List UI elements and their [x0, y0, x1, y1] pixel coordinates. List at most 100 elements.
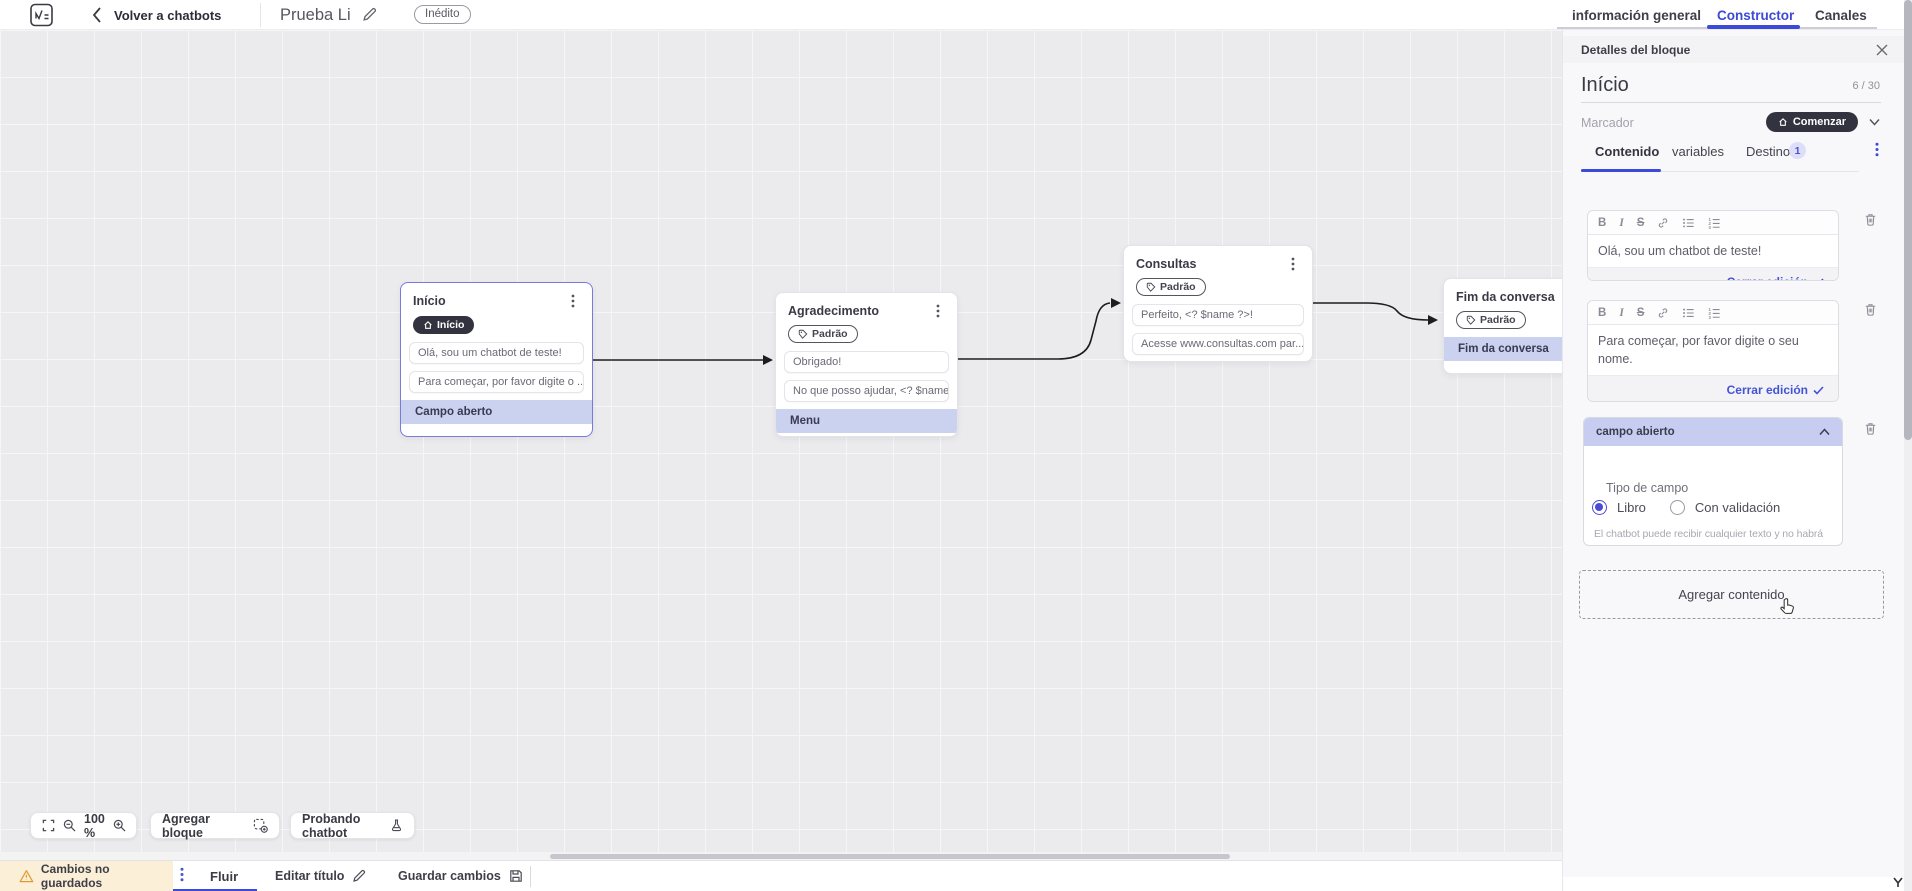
italic-icon[interactable]: I: [1619, 306, 1624, 319]
unsaved-changes-label: Cambios no guardados: [40, 862, 110, 890]
panel-tab-contenido[interactable]: Contenido: [1595, 144, 1660, 159]
node-message-item[interactable]: No que posso ajudar, <? $name ...: [784, 380, 949, 402]
strikethrough-icon[interactable]: S: [1636, 216, 1645, 229]
panel-title: Detalles del bloque: [1581, 42, 1691, 57]
fullscreen-icon[interactable]: [42, 819, 55, 832]
node-message-item[interactable]: Perfeito, <? $name ?>!: [1132, 304, 1304, 326]
kebab-menu-icon[interactable]: [931, 304, 945, 318]
editor-footer: Cerrar edición: [1588, 375, 1838, 401]
close-icon[interactable]: [1875, 43, 1889, 57]
open-field-section: campo abierto Tipo de campo Libro Con va…: [1583, 417, 1843, 546]
zoom-out-icon[interactable]: [63, 819, 76, 832]
node-menu-item[interactable]: Menu: [776, 409, 957, 433]
marker-value-pill[interactable]: Comenzar: [1765, 112, 1858, 132]
chevron-up-icon[interactable]: [1819, 428, 1830, 436]
zoom-controls: 100 %: [30, 812, 137, 840]
panel-kebab-menu-icon[interactable]: [1875, 142, 1879, 162]
svg-text:2: 2: [1709, 311, 1712, 316]
trash-icon[interactable]: [1863, 421, 1878, 441]
radio-libro[interactable]: [1592, 500, 1607, 515]
tab-constructor[interactable]: Constructor: [1717, 8, 1795, 23]
flow-canvas[interactable]: Início Início Olá, sou um chatbot de tes…: [0, 30, 1562, 860]
node-message-item[interactable]: Olá, sou um chatbot de teste!: [409, 342, 584, 364]
node-fim-da-conversa[interactable]: Fim da conversa Padrão Fim da conversa: [1443, 278, 1562, 374]
unsaved-changes-segment: Cambios no guardados: [0, 861, 173, 891]
back-chevron-icon[interactable]: [90, 7, 104, 23]
test-chatbot-button[interactable]: Probando chatbot: [290, 812, 415, 840]
italic-icon[interactable]: I: [1619, 216, 1624, 229]
tab-informacion-general[interactable]: información general: [1572, 8, 1702, 23]
destino-count-badge: 1: [1789, 142, 1806, 159]
link-icon[interactable]: [1657, 307, 1669, 319]
node-message-item[interactable]: Obrigado!: [784, 351, 949, 373]
panel-tab-variables[interactable]: variables: [1672, 144, 1725, 159]
canvas-horizontal-scrollbar[interactable]: [550, 854, 1230, 859]
bold-icon[interactable]: B: [1598, 306, 1607, 319]
app-logo-icon: [30, 3, 53, 27]
trash-icon[interactable]: [1863, 302, 1878, 322]
node-end-item[interactable]: Fim da conversa: [1444, 337, 1562, 361]
edit-title-button[interactable]: Editar título: [275, 869, 366, 883]
bullet-list-icon[interactable]: [1682, 217, 1695, 229]
block-name-input[interactable]: Início: [1581, 74, 1629, 96]
node-consultas[interactable]: Consultas Padrão Perfeito, <? $name ?>! …: [1123, 245, 1313, 362]
add-block-button[interactable]: Agregar bloque: [150, 812, 280, 840]
page-corner-mark: [1893, 877, 1903, 887]
close-edit-link[interactable]: Cerrar edición: [1727, 383, 1824, 397]
page-scrollbar-track[interactable]: [1904, 0, 1912, 891]
node-inicio[interactable]: Início Início Olá, sou um chatbot de tes…: [400, 282, 593, 437]
save-changes-button[interactable]: Guardar cambios: [398, 869, 523, 883]
back-to-chatbots-label[interactable]: Volver a chatbots: [114, 8, 222, 23]
node-open-field-item[interactable]: Campo aberto: [401, 400, 592, 424]
open-field-header[interactable]: campo abierto: [1584, 418, 1842, 446]
kebab-menu-icon[interactable]: [1286, 257, 1300, 271]
marker-label: Marcador: [1581, 116, 1634, 130]
radio-libro-label[interactable]: Libro: [1617, 500, 1646, 515]
close-edit-link[interactable]: Cerrar edición: [1727, 275, 1824, 280]
link-icon[interactable]: [1657, 217, 1669, 229]
node-agradecimento[interactable]: Agradecimento Padrão Obrigado! No que po…: [775, 292, 958, 437]
zoom-in-icon[interactable]: [113, 819, 126, 832]
field-type-options: Libro Con validación: [1592, 500, 1780, 515]
field-type-label: Tipo de campo: [1606, 481, 1689, 495]
page-scrollbar-thumb[interactable]: [1904, 0, 1912, 440]
edit-title-pencil-icon[interactable]: [362, 7, 377, 22]
message-text[interactable]: Olá, sou um chatbot de teste!: [1588, 235, 1838, 268]
node-message-item[interactable]: Para começar, por favor digite o ...: [409, 371, 584, 393]
add-content-button[interactable]: Agregar contenido: [1579, 570, 1884, 619]
home-icon: [1779, 118, 1787, 126]
radio-con-validacion[interactable]: [1669, 500, 1685, 515]
strikethrough-icon[interactable]: S: [1636, 306, 1645, 319]
radio-con-validacion-label[interactable]: Con validación: [1694, 500, 1781, 515]
node-title: Início: [413, 294, 446, 308]
kebab-menu-icon[interactable]: [566, 294, 580, 308]
tab-fluir[interactable]: Fluir: [210, 869, 239, 884]
chevron-down-icon[interactable]: [1869, 118, 1880, 126]
pencil-icon: [353, 869, 366, 882]
home-icon: [424, 321, 432, 329]
bold-icon[interactable]: B: [1598, 216, 1607, 229]
bottom-status-bar: Cambios no guardados Fluir Editar título…: [0, 860, 1562, 891]
status-badge: Inédito: [414, 5, 471, 24]
bullet-list-icon[interactable]: [1682, 307, 1695, 319]
panel-tab-destino[interactable]: Destino: [1746, 144, 1791, 159]
svg-text:1: 1: [1709, 217, 1712, 222]
svg-text:1: 1: [1709, 307, 1712, 312]
node-title: Agradecimento: [788, 304, 879, 318]
trash-icon[interactable]: [1863, 212, 1878, 232]
field-helper-text: El chatbot puede recibir cualquier texto…: [1594, 528, 1823, 545]
message-text[interactable]: Para começar, por favor digite o seu nom…: [1588, 325, 1838, 376]
tab-canales[interactable]: Canales: [1815, 8, 1867, 23]
bot-title[interactable]: Prueba Li: [280, 6, 351, 24]
block-details-panel: Detalles del bloque Início 6 / 30 Marcad…: [1562, 30, 1905, 891]
node-message-item[interactable]: Acesse www.consultas.com par...: [1132, 333, 1304, 355]
svg-text:3: 3: [1709, 315, 1712, 319]
default-badge: Padrão: [1456, 311, 1526, 329]
flow-kebab-menu-icon[interactable]: [180, 867, 184, 887]
